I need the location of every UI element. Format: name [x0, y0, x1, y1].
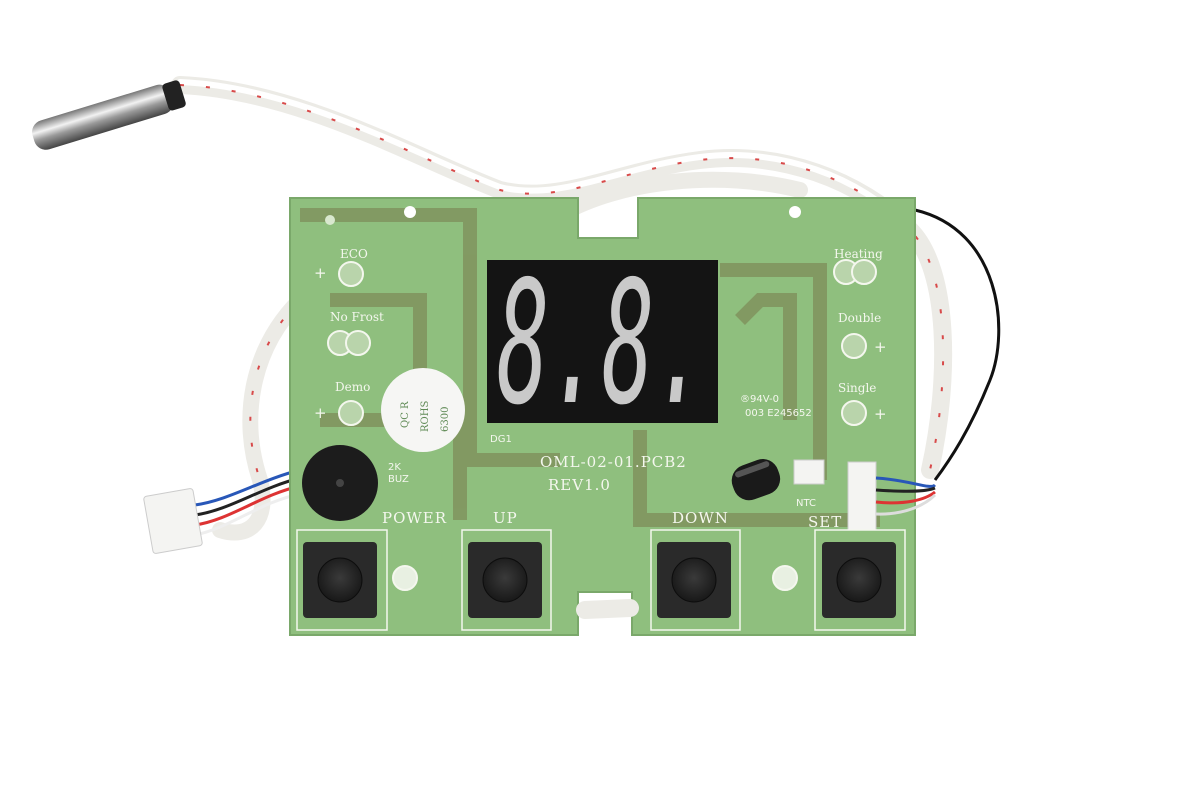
indicator-sign-eco: + — [314, 264, 328, 282]
buzzer-label: BUZ — [388, 474, 409, 485]
sticker-line: 6300 — [440, 407, 451, 432]
sticker-line: ROHS — [420, 401, 431, 432]
ul-mark: ®94V-0 — [740, 394, 779, 405]
buzzer-label: 2K — [388, 462, 401, 473]
led-double — [841, 333, 867, 359]
display-reading: 8.8. — [497, 245, 707, 443]
button-label-down: DOWN — [672, 509, 729, 527]
left-indicators: ECO + No Frost Demo + — [314, 247, 384, 426]
indicator-label-demo: Demo — [335, 380, 370, 394]
led-eco — [338, 261, 364, 287]
display-ref: DG1 — [490, 434, 512, 445]
ntc-label: NTC — [796, 498, 816, 509]
indicator-label-single: Single — [838, 381, 876, 395]
temperature-probe — [32, 80, 186, 150]
notch-cable — [576, 599, 639, 619]
indicator-label-no-frost: No Frost — [330, 310, 384, 324]
buzzer: 2K BUZ — [302, 445, 409, 521]
led-no-frost-b — [345, 330, 371, 356]
power-button[interactable]: POWER — [296, 509, 447, 631]
led-heating-b — [851, 259, 877, 285]
down-button[interactable]: DOWN — [650, 509, 741, 631]
qc-sticker: QC R ROHS 6300 — [381, 368, 465, 452]
board-model: OML-02-01.PCB2 — [540, 453, 687, 471]
right-indicators: Heating Double + Single + — [833, 247, 888, 426]
indicator-sign-single: + — [874, 405, 888, 423]
led-single — [841, 400, 867, 426]
capacitor — [731, 459, 781, 501]
indicator-sign-double: + — [874, 338, 888, 356]
board-revision: REV1.0 — [548, 476, 611, 494]
ntc-connector — [793, 459, 825, 485]
button-label-set: SET — [808, 513, 842, 531]
led-demo — [338, 400, 364, 426]
indicator-sign-demo: + — [314, 404, 328, 422]
button-label-power: POWER — [382, 509, 447, 527]
seven-segment-display: 8.8. — [487, 245, 718, 443]
right-connector — [847, 461, 937, 531]
indicator-label-eco: ECO — [340, 247, 368, 261]
button-label-up: UP — [493, 509, 518, 527]
indicator-label-heating: Heating — [834, 247, 883, 261]
sensor-cable — [171, 76, 1001, 541]
set-button[interactable]: SET — [808, 513, 906, 631]
indicator-label-double: Double — [838, 311, 881, 325]
ul-code: 003 E245652 — [745, 408, 812, 419]
sticker-line: QC R — [400, 401, 411, 428]
left-connector — [143, 468, 301, 554]
up-button[interactable]: UP — [461, 509, 552, 631]
